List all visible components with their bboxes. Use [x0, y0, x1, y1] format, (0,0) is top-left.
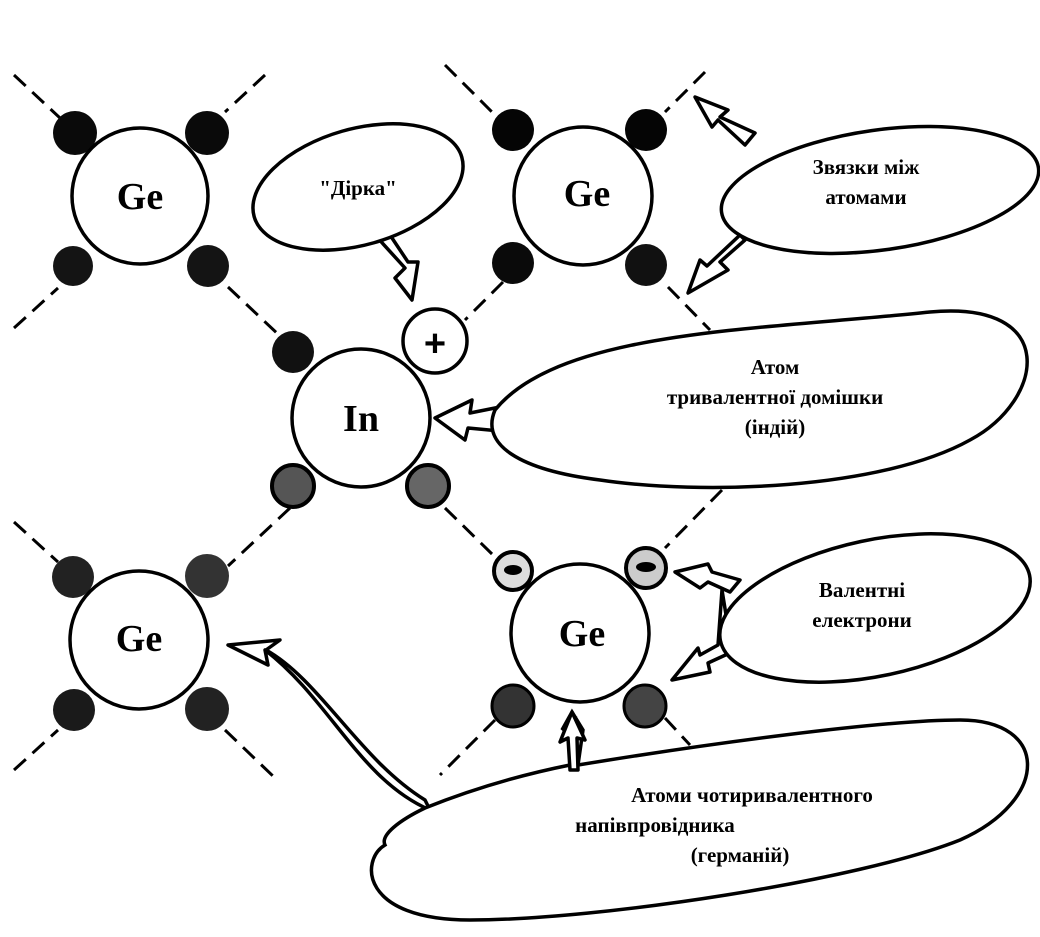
label-semiconductor-2: напівпровідника	[575, 813, 735, 837]
nucleus	[509, 562, 651, 704]
nucleus	[70, 126, 210, 266]
balloon-dopant	[490, 309, 1029, 490]
bond-line	[12, 728, 60, 772]
bond-line	[443, 506, 494, 556]
atom-ge-bottom-right: Ge	[490, 546, 668, 729]
label-semiconductor-1: Атоми чотиривалентного	[631, 783, 873, 807]
hole-plus-icon: +	[424, 323, 446, 365]
electron-core	[636, 562, 656, 572]
electron	[185, 687, 229, 731]
bond-line	[666, 285, 712, 332]
atom-symbol: Ge	[559, 613, 605, 655]
electron	[625, 244, 667, 286]
callout-bonds: Звязки між атомами	[686, 95, 1040, 295]
atom-ge-top-right: Ge	[492, 109, 667, 286]
bonds	[12, 63, 724, 780]
balloon-valence	[718, 532, 1032, 684]
bond-line	[226, 285, 282, 338]
bond-line	[12, 73, 62, 120]
arrow-to-bonds-top	[693, 95, 757, 147]
callout-hole: "Дірка"	[251, 122, 465, 302]
electron	[185, 111, 229, 155]
electron	[185, 554, 229, 598]
label-bonds-2: атомами	[825, 185, 906, 209]
atom-symbol: In	[343, 398, 379, 440]
label-hole: "Дірка"	[319, 176, 397, 200]
balloon-hole	[251, 122, 465, 252]
electron	[492, 109, 534, 151]
nucleus	[512, 125, 654, 267]
balloon-semiconductor	[369, 708, 1030, 922]
atom-ge-top-left: Ge	[53, 111, 229, 287]
bond-line	[226, 506, 292, 568]
electron-core	[504, 565, 522, 575]
bond-line	[663, 488, 724, 550]
bond-line	[223, 728, 277, 780]
label-valence-1: Валентні	[819, 578, 905, 602]
nucleus	[68, 569, 210, 711]
arrow-to-hole	[373, 233, 420, 302]
bond-line	[663, 70, 707, 114]
electron	[52, 556, 94, 598]
bond-line	[438, 718, 497, 777]
arrow-to-ge-bottom-right	[558, 710, 587, 772]
bond-line	[12, 520, 60, 564]
atom-symbol: Ge	[117, 176, 163, 218]
callout-dopant: Атом тривалентної домішки (індій)	[433, 309, 1029, 490]
atom-in-center: + In	[270, 307, 469, 509]
arrow-to-bonds-bottom	[686, 233, 747, 295]
electron	[490, 683, 536, 729]
arrow-to-ge-bottom-left	[226, 638, 432, 812]
label-dopant-3: (індій)	[745, 415, 805, 439]
label-bonds-1: Звязки між	[813, 155, 921, 179]
bond-line	[463, 280, 505, 322]
bond-line	[443, 63, 494, 114]
balloon-bonds	[719, 124, 1040, 256]
callout-valence: Валентні електрони	[670, 532, 1032, 684]
atom-symbol: Ge	[116, 618, 162, 660]
nucleus	[290, 347, 432, 489]
electron	[53, 111, 97, 155]
electron	[405, 463, 451, 509]
label-semiconductor-3: (германій)	[691, 843, 790, 867]
electron	[272, 331, 314, 373]
label-dopant-2: тривалентної домішки	[667, 385, 883, 409]
arrow-to-valence-bottom	[670, 588, 734, 682]
electron	[270, 463, 316, 509]
hole	[401, 307, 469, 375]
electron	[187, 245, 229, 287]
electron	[53, 246, 93, 286]
electron	[492, 242, 534, 284]
label-valence-2: електрони	[812, 608, 911, 632]
electron	[625, 109, 667, 151]
atom-symbol: Ge	[564, 173, 610, 215]
bond-line	[223, 73, 267, 114]
bond-line	[663, 716, 692, 747]
label-dopant-1: Атом	[751, 355, 800, 379]
bond-line	[12, 286, 60, 330]
arrow-to-valence-top	[673, 562, 742, 594]
electron	[622, 683, 668, 729]
electron	[53, 689, 95, 731]
callout-semiconductor: Атоми чотиривалентного напівпровідника (…	[226, 638, 1030, 922]
atom-ge-bottom-left: Ge	[52, 554, 229, 731]
